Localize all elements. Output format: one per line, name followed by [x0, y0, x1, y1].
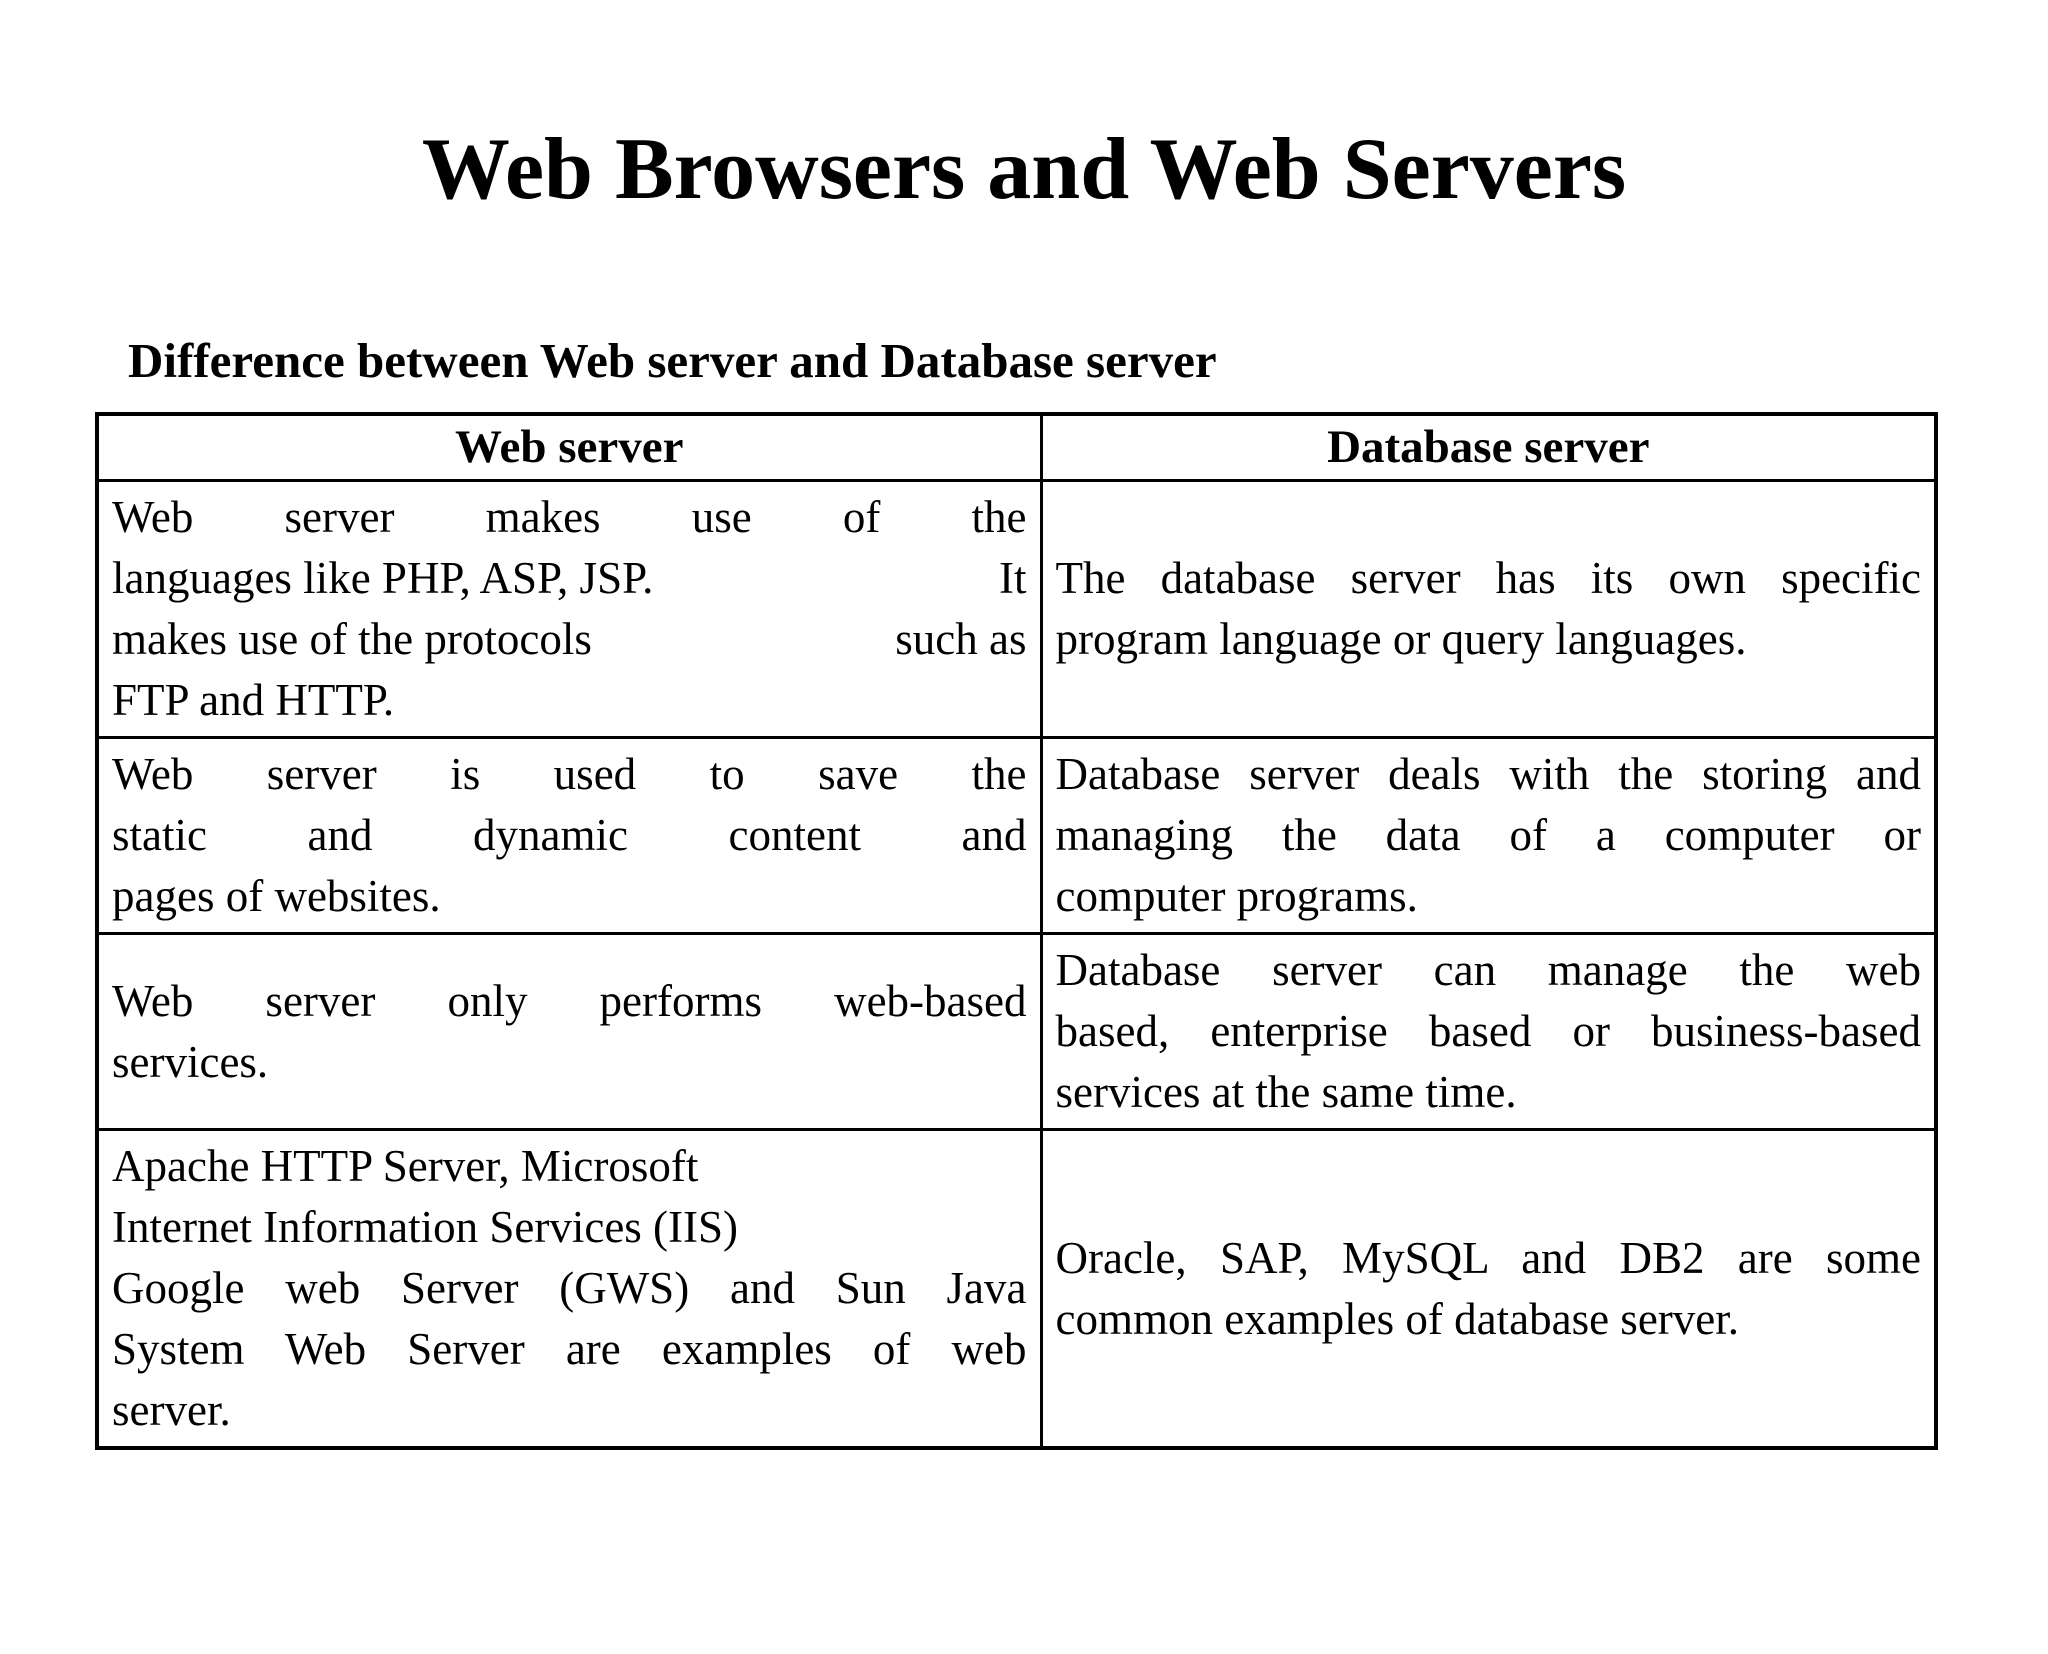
cell-line: Web server is used to save the [112, 749, 1027, 800]
cell-line: languages like PHP, ASP, JSP. It [112, 548, 1027, 609]
cell-line: Google web Server (GWS) and Sun Java [112, 1263, 1027, 1314]
cell-line: static and dynamic content and [112, 810, 1027, 861]
cell-line: Internet Information Services (IIS) [112, 1202, 739, 1253]
column-header-web-server: Web server [95, 412, 1043, 483]
cell-line: based, enterprise based or business-base… [1055, 1006, 1922, 1057]
cell-line: services at the same time. [1055, 1067, 1517, 1118]
section-heading: Difference between Web server and Databa… [128, 332, 1217, 388]
cell-line: program language or query languages. [1055, 614, 1747, 665]
cell-line: FTP and HTTP. [112, 675, 395, 726]
cell-line-segment: such as [895, 614, 1027, 665]
cell-line: server. [112, 1385, 231, 1436]
comparison-table: Web server Database server Web server ma… [95, 411, 1938, 1451]
cell-line-segment: makes use of the protocols [112, 614, 592, 665]
column-header-database-server: Database server [1039, 412, 1938, 483]
cell-line: makes use of the protocols such as [112, 609, 1027, 670]
cell-line: computer programs. [1055, 871, 1418, 922]
cell-line-segment: languages like PHP, ASP, JSP. [112, 553, 654, 604]
cell-web-server: Web server only performs web-based servic… [95, 932, 1043, 1132]
page-title: Web Browsers and Web Servers [421, 121, 1627, 218]
cell-web-server: Web server is used to save the static and… [95, 736, 1043, 936]
table-row: Web server only performs web-based servic… [95, 932, 1938, 1132]
cell-database-server: Database server deals with the storing a… [1039, 736, 1938, 936]
cell-line: Web server only performs web-based [112, 975, 1027, 1026]
cell-line: Database server deals with the storing a… [1055, 749, 1922, 800]
cell-line: Apache HTTP Server, Microsoft [112, 1141, 699, 1192]
cell-database-server: Database server can manage the web based,… [1039, 932, 1938, 1132]
cell-line: Oracle, SAP, MySQL and DB2 are some [1055, 1232, 1922, 1283]
cell-database-server: Oracle, SAP, MySQL and DB2 are some commo… [1039, 1128, 1938, 1450]
cell-line-segment: It [999, 553, 1027, 604]
cell-line: common examples of database server. [1055, 1293, 1740, 1344]
cell-line: pages of websites. [112, 871, 441, 922]
table-row: Web server is used to save the static and… [95, 736, 1938, 936]
slide-page: Web Browsers and Web Servers Difference … [0, 118, 2048, 1451]
cell-line: Database server can manage the web [1055, 945, 1922, 996]
cell-line: Web server makes use of the [112, 492, 1027, 543]
cell-line: managing the data of a computer or [1055, 810, 1922, 861]
table-header-row: Web server Database server [95, 412, 1938, 483]
cell-database-server: The database server has its own specific… [1039, 479, 1938, 740]
cell-line: services. [112, 1036, 269, 1087]
cell-line: The database server has its own specific [1055, 553, 1922, 604]
cell-line: System Web Server are examples of web [112, 1324, 1027, 1375]
